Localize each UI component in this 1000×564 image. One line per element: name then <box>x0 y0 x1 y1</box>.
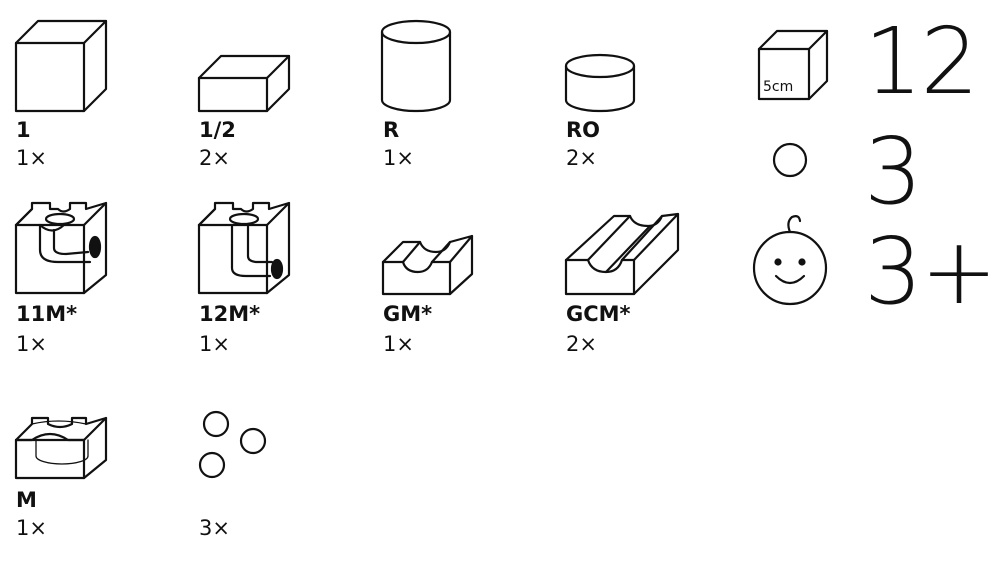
piece-quantity: 2× <box>566 332 597 356</box>
tall-cylinder-icon <box>380 19 452 113</box>
piece-quantity: 1× <box>383 146 414 170</box>
piece-quantity: 1× <box>16 516 47 540</box>
piece-quantity: 3× <box>199 516 230 540</box>
baby-face-icon <box>752 215 828 306</box>
piece-name: 12M* <box>199 302 261 326</box>
bowl-cube-icon <box>14 416 108 480</box>
piece-name: 1/2 <box>199 118 236 142</box>
cube-size-label: 5cm <box>763 79 794 95</box>
ball-icon <box>772 142 808 178</box>
piece-quantity: 1× <box>16 332 47 356</box>
piece-name: GCM* <box>566 302 631 326</box>
piece-quantity: 1× <box>16 146 47 170</box>
ball-count: 3 <box>864 118 923 225</box>
piece-name: 11M* <box>16 302 78 326</box>
balls-icon <box>198 410 267 479</box>
tunnel-cube-icon <box>14 201 108 295</box>
groove-block-icon <box>381 234 474 296</box>
long-groove-block-icon <box>564 212 680 296</box>
cube-icon <box>14 19 108 113</box>
size-cube-icon <box>757 29 829 101</box>
short-cylinder-icon <box>564 53 636 113</box>
piece-name: 1 <box>16 118 31 142</box>
age-rating: 3+ <box>864 218 998 325</box>
piece-name: M <box>16 488 37 512</box>
piece-quantity: 1× <box>199 332 230 356</box>
piece-name: R <box>383 118 400 142</box>
piece-quantity: 2× <box>566 146 597 170</box>
piece-quantity: 2× <box>199 146 230 170</box>
piece-name: GM* <box>383 302 433 326</box>
tunnel-cube-icon <box>197 201 291 295</box>
piece-quantity: 1× <box>383 332 414 356</box>
piece-name: RO <box>566 118 601 142</box>
piece-count: 12 <box>864 8 979 115</box>
half-cube-icon <box>197 54 291 113</box>
